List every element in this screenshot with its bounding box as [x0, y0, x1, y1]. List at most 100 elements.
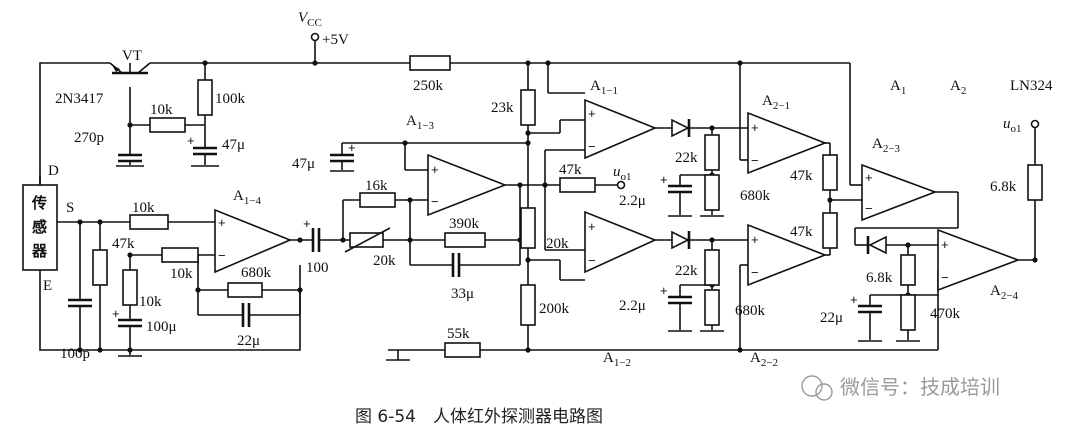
opamp-a2-2: +− [747, 223, 828, 287]
signal-uo1-out: uo1 [1003, 116, 1022, 135]
value-c-270p: 270p [74, 130, 104, 146]
capacitor-2u2-bot [668, 295, 692, 305]
opamp-label-a1-2: A1−2 [603, 350, 631, 369]
resistor-22k-bot [704, 249, 720, 286]
opamp-label-a2-1: A2−1 [762, 93, 790, 112]
sensor-block: 传 感 器 [22, 175, 58, 271]
value-r-10k-gnd: 10k [139, 294, 162, 310]
svg-text:+: + [850, 292, 858, 307]
resistor-10k-fb [161, 247, 199, 263]
value-c-47u-top: 47μ [222, 137, 245, 153]
value-c-22u-a14: 22μ [237, 333, 260, 349]
resistor-100k [197, 79, 213, 116]
svg-text:+: + [588, 106, 596, 121]
resistor-470k [900, 294, 916, 331]
capacitor-47u-top [193, 146, 217, 156]
svg-text:+: + [431, 162, 439, 177]
svg-text:+: + [865, 170, 873, 185]
resistor-16k [359, 192, 396, 208]
resistor-47k-s [92, 249, 108, 286]
transistor-vt [109, 62, 151, 75]
ground-symbols [116, 165, 920, 361]
resistor-390k [444, 232, 486, 248]
signal-uo1-mid: uo1 [613, 164, 632, 183]
value-c-47u-a13: 47μ [292, 156, 315, 172]
svg-text:+: + [112, 306, 120, 321]
uo1-out-terminal [1030, 119, 1040, 129]
capacitor-22u-a24 [858, 304, 882, 314]
svg-text:−: − [431, 194, 439, 209]
svg-text:−: − [751, 265, 759, 280]
component-values: 100k 10k 270p 47μ 250k 23k 10k 47k 10k 1… [60, 78, 1017, 362]
junction-dots [77, 60, 1038, 353]
resistor-55k [444, 342, 481, 358]
capacitor-22u-a14 [241, 303, 251, 327]
svg-text:−: − [588, 139, 596, 154]
value-r-200k: 200k [539, 301, 570, 317]
svg-text:−: − [941, 270, 949, 285]
svg-text:+: + [941, 237, 949, 252]
resistor-10k-gnd [122, 269, 138, 306]
capacitor-polarity-marks: + + + + + + + [112, 133, 858, 321]
opamp-a1-2: +− [584, 210, 658, 274]
value-c-100: 100 [306, 260, 329, 276]
capacitor-100p [68, 298, 92, 308]
capacitor-2u2-top [668, 184, 692, 194]
opamp-label-a2-2: A2−2 [750, 350, 778, 369]
resistors [92, 55, 1043, 358]
diode-a24 [866, 235, 887, 255]
value-r-68k-out: 6.8k [990, 179, 1017, 195]
opamp-a2-3: +− [861, 163, 938, 222]
opamp-label-a1-1: A1−1 [590, 78, 618, 97]
svg-text:+: + [660, 283, 668, 298]
resistor-680k-bot [704, 289, 720, 326]
vcc-value: +5V [322, 32, 349, 48]
resistor-68k-out [1027, 164, 1043, 201]
capacitors [68, 146, 882, 328]
svg-text:+: + [751, 120, 759, 135]
ic-note-a2: A2 [950, 78, 966, 97]
value-c-100p: 100p [60, 346, 90, 362]
resistor-680k-top [704, 174, 720, 211]
sensor-char-1: 传 [31, 194, 47, 212]
resistor-47k-bot [822, 212, 838, 249]
sensor-pin-e: E [43, 278, 52, 294]
sensor-char-2: 感 [32, 218, 47, 236]
value-r-55k: 55k [447, 326, 470, 342]
svg-text:−: − [865, 201, 873, 216]
figure-caption: 图 6-54 人体红外探测器电路图 [355, 407, 603, 427]
value-r-390k: 390k [449, 216, 480, 232]
value-r-470k: 470k [930, 306, 961, 322]
value-r-10k-fb: 10k [170, 266, 193, 282]
resistor-680k-a14 [227, 282, 263, 298]
svg-text:−: − [218, 248, 226, 263]
capacitor-100 [311, 228, 321, 252]
value-r-22k-top: 22k [675, 150, 698, 166]
opamp-a1-1: +− [584, 98, 658, 160]
value-c-100u: 100μ [146, 319, 177, 335]
capacitor-100u [118, 318, 142, 328]
resistor-10k-base [149, 117, 186, 133]
value-c-2u2-top: 2.2μ [619, 193, 646, 209]
opamp-label-a1-4: A1−4 [233, 188, 262, 207]
sensor-pin-s: S [66, 200, 74, 216]
value-r-680k-top: 680k [740, 188, 771, 204]
opamp-a1-3: +− [427, 153, 508, 217]
watermark: 微信号：技成培训 [801, 375, 1000, 401]
diode-mid [671, 230, 691, 250]
svg-text:+: + [187, 133, 195, 148]
resistor-22k-top [704, 134, 720, 171]
capacitor-47u-a13 [330, 153, 354, 163]
value-r-100k: 100k [215, 91, 246, 107]
value-r-680k-a14: 680k [241, 265, 272, 281]
capacitor-270p [118, 153, 142, 163]
opamp-label-a1-3: A1−3 [406, 113, 435, 132]
value-r-68k-a24: 6.8k [866, 270, 893, 286]
resistor-68k-a24 [900, 254, 916, 286]
resistor-200k [520, 284, 536, 326]
resistor-47k-top [822, 154, 838, 191]
value-r-16k: 16k [365, 178, 388, 194]
value-rp-20k: 20k [373, 253, 396, 269]
value-r-10k-base: 10k [150, 102, 173, 118]
